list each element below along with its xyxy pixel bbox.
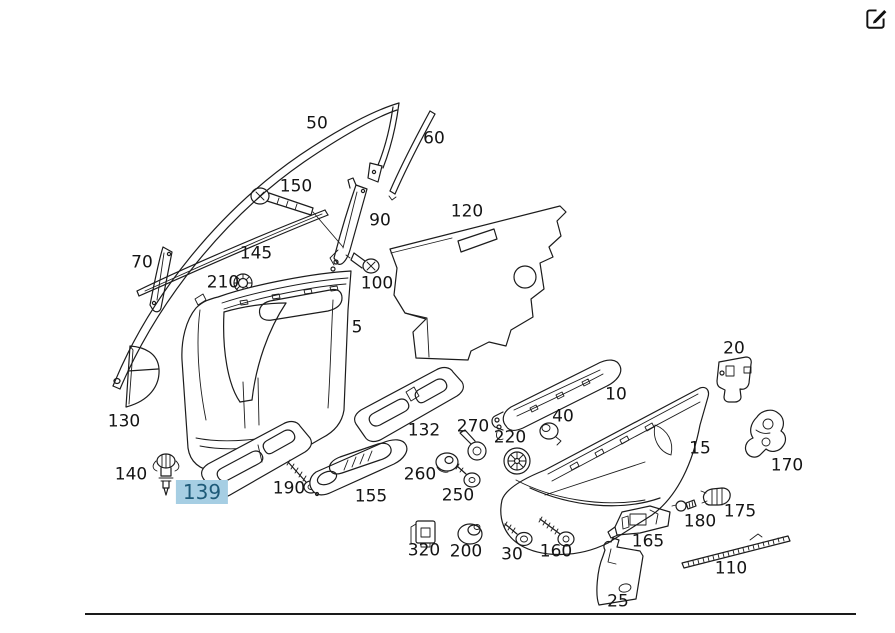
edit-button[interactable] bbox=[861, 4, 891, 34]
part-label-140[interactable]: 140 bbox=[114, 464, 148, 485]
part-120-sound-deadening-sheet[interactable] bbox=[389, 205, 567, 361]
part-10-armrest-pad[interactable] bbox=[491, 359, 622, 441]
part-25-pocket-flap[interactable] bbox=[596, 537, 644, 606]
part-220-round-clip[interactable] bbox=[503, 447, 531, 475]
part-label-60[interactable]: 60 bbox=[423, 128, 445, 149]
part-180-bulb[interactable] bbox=[671, 499, 697, 512]
part-label-170[interactable]: 170 bbox=[770, 455, 804, 476]
part-label-10[interactable]: 10 bbox=[605, 384, 627, 405]
part-label-190[interactable]: 190 bbox=[272, 478, 306, 499]
part-110-entry-strip[interactable] bbox=[681, 533, 791, 569]
part-270-screw[interactable] bbox=[459, 429, 487, 461]
footer-divider-line bbox=[85, 613, 856, 615]
part-100-bolt[interactable] bbox=[345, 252, 380, 274]
part-170-door-pull-bracket[interactable] bbox=[744, 409, 787, 458]
part-50-window-frame[interactable] bbox=[112, 102, 400, 390]
part-200-grommet[interactable] bbox=[457, 523, 483, 545]
part-label-130[interactable]: 130 bbox=[107, 411, 141, 432]
part-label-175[interactable]: 175 bbox=[723, 501, 757, 522]
part-label-270[interactable]: 270 bbox=[456, 416, 490, 437]
part-label-180[interactable]: 180 bbox=[683, 511, 717, 532]
part-20-bracket[interactable] bbox=[716, 356, 752, 403]
part-label-220[interactable]: 220 bbox=[493, 427, 527, 448]
part-60-window-trim-strip[interactable] bbox=[388, 110, 436, 201]
part-label-20[interactable]: 20 bbox=[723, 338, 745, 359]
part-132-switch-panel-frame[interactable] bbox=[354, 366, 464, 443]
part-label-70[interactable]: 70 bbox=[131, 252, 153, 273]
part-label-50[interactable]: 50 bbox=[306, 113, 328, 134]
part-label-100[interactable]: 100 bbox=[360, 273, 394, 294]
part-160-screw[interactable] bbox=[538, 516, 575, 547]
part-label-250[interactable]: 250 bbox=[441, 485, 475, 506]
part-175-bulb-socket[interactable] bbox=[700, 487, 731, 506]
part-label-30[interactable]: 30 bbox=[501, 544, 523, 565]
part-130-speaker-cover[interactable] bbox=[125, 345, 160, 408]
part-90-pillar-trim[interactable] bbox=[329, 177, 368, 272]
part-label-160[interactable]: 160 bbox=[539, 541, 573, 562]
part-320-square-clip[interactable] bbox=[410, 520, 436, 548]
part-165-courtesy-lamp-housing[interactable] bbox=[607, 505, 671, 539]
part-label-90[interactable]: 90 bbox=[369, 210, 391, 231]
part-155-armrest[interactable] bbox=[309, 439, 408, 497]
part-label-145[interactable]: 145 bbox=[239, 243, 273, 264]
part-260-washer[interactable] bbox=[435, 452, 459, 473]
part-label-120[interactable]: 120 bbox=[450, 201, 484, 222]
part-label-25[interactable]: 25 bbox=[607, 591, 629, 612]
part-label-139-selected[interactable]: 139 bbox=[175, 480, 229, 504]
part-label-132[interactable]: 132 bbox=[407, 420, 441, 441]
part-label-320[interactable]: 320 bbox=[407, 540, 441, 561]
part-label-110[interactable]: 110 bbox=[714, 558, 748, 579]
part-label-165[interactable]: 165 bbox=[631, 531, 665, 552]
part-label-150[interactable]: 150 bbox=[279, 176, 313, 197]
part-label-155[interactable]: 155 bbox=[354, 486, 388, 507]
edit-icon bbox=[866, 8, 887, 29]
part-30-screw[interactable] bbox=[503, 521, 533, 547]
part-label-210[interactable]: 210 bbox=[206, 272, 240, 293]
part-label-40[interactable]: 40 bbox=[552, 406, 574, 427]
part-label-200[interactable]: 200 bbox=[449, 541, 483, 562]
part-40-knob-clip[interactable] bbox=[539, 422, 562, 446]
part-label-260[interactable]: 260 bbox=[403, 464, 437, 485]
part-15-lower-door-panel[interactable] bbox=[500, 386, 710, 556]
part-250-screw[interactable] bbox=[455, 463, 481, 488]
part-70-mirror-triangle-cover[interactable] bbox=[149, 246, 173, 313]
part-label-15[interactable]: 15 bbox=[689, 438, 711, 459]
part-label-5[interactable]: 5 bbox=[351, 317, 363, 338]
part-140-expansion-rivet[interactable] bbox=[152, 453, 180, 496]
